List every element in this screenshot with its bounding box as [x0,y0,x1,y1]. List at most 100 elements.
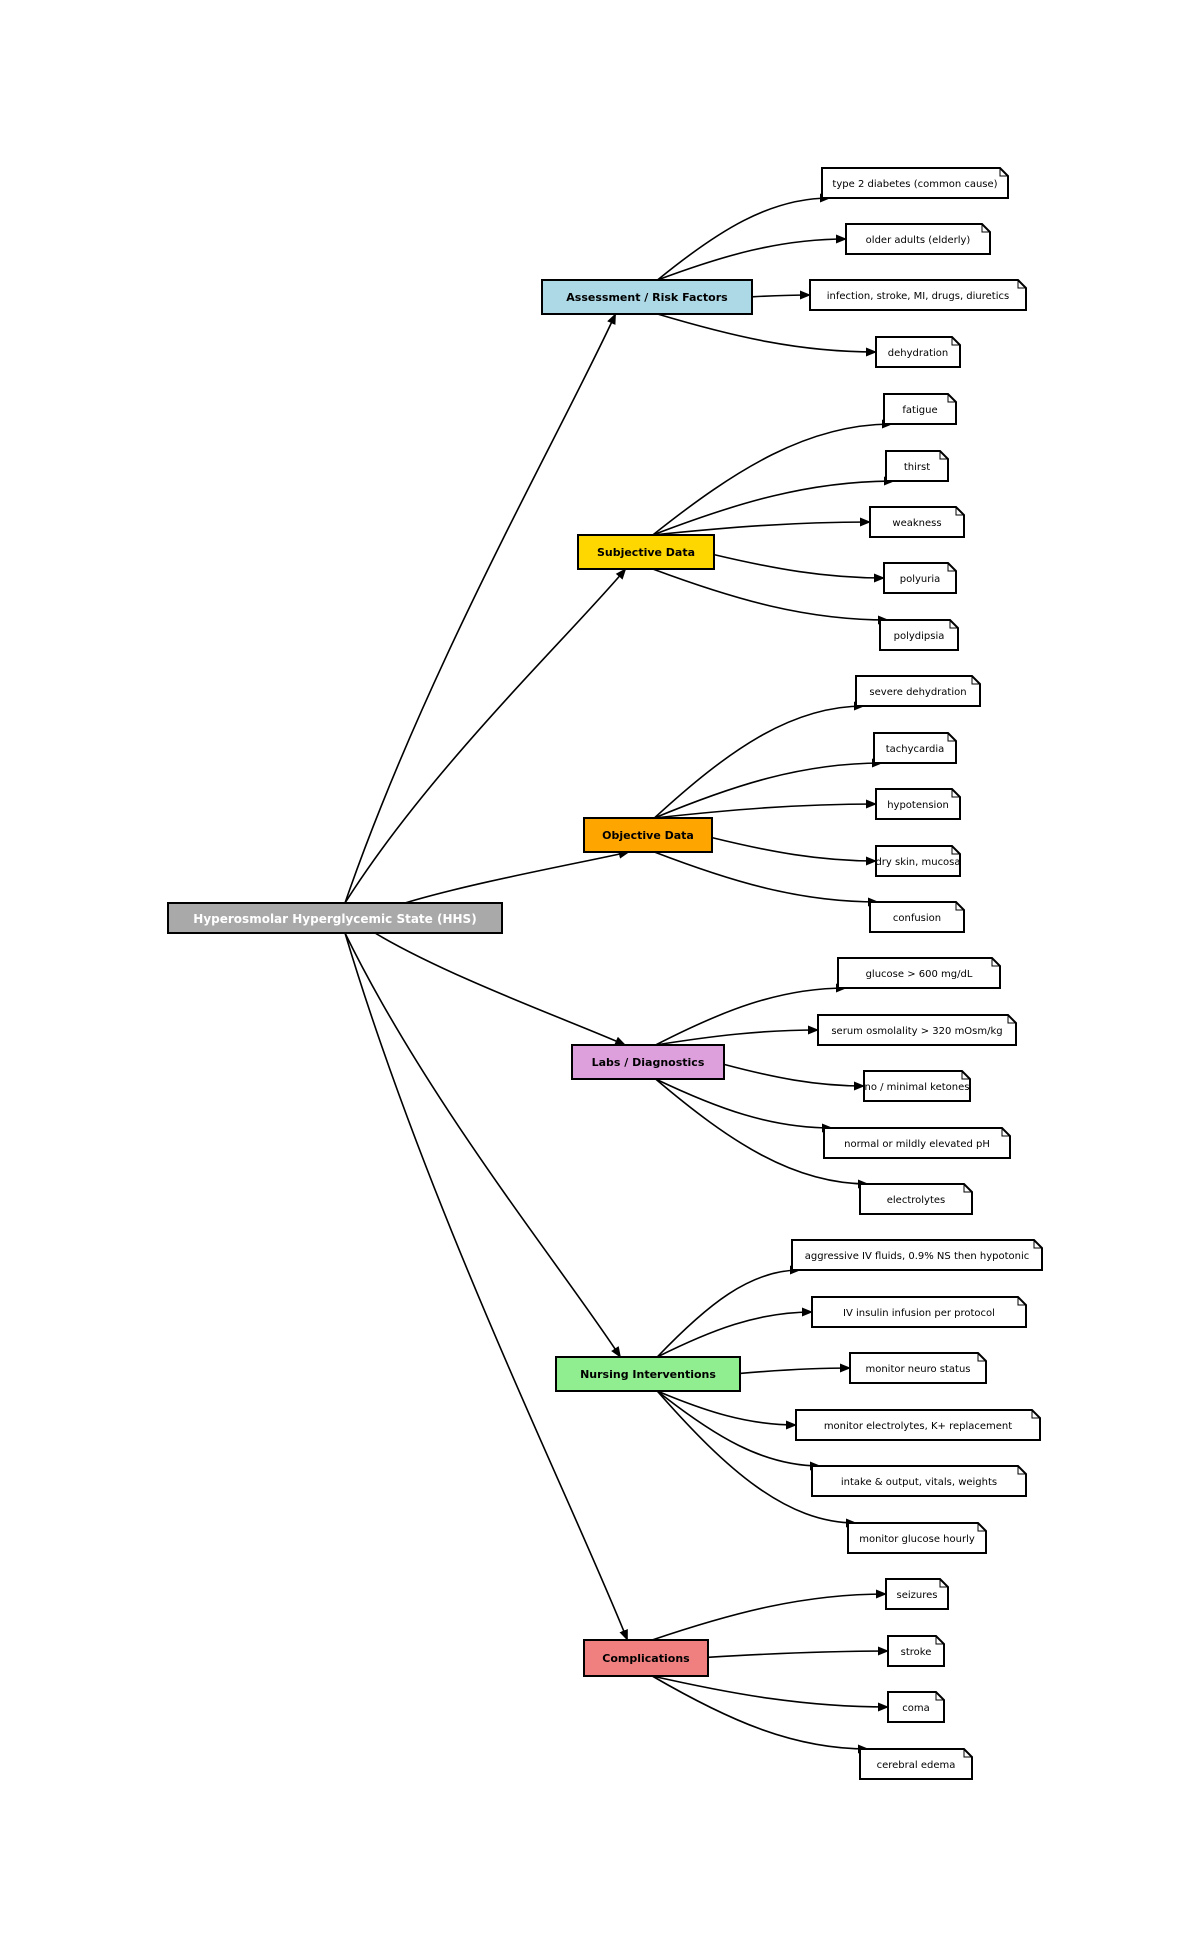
edge-nursing-interventions-to-monitor-neuro-status [739,1363,852,1375]
category-node-label: Complications [602,1652,690,1665]
edge-root-to-labs-diagnostics [374,932,627,1046]
note-fold-icon [999,168,1008,177]
edge-root-to-assessment-risk-factors [344,312,617,904]
note-fold-icon [961,1071,970,1080]
edge-nursing-interventions-to-iv-insulin-infusion-per-protocol [656,1307,814,1358]
leaf-note-box [809,279,1027,311]
leaf-node-label: polydipsia [894,631,945,642]
leaf-node-label: glucose > 600 mg/dL [866,969,973,980]
leaf-node-polydipsia[interactable]: polydipsia [879,619,959,651]
leaf-node-no-minimal-ketones[interactable]: no / minimal ketones [863,1070,971,1102]
edge-subjective-data-to-polydipsia [652,568,890,625]
leaf-node-label: type 2 diabetes (common cause) [832,179,997,190]
leaf-node-intake-output-vitals-weights[interactable]: intake & output, vitals, weights [811,1465,1027,1497]
leaf-node-label: severe dehydration [869,687,966,698]
root-node-box [167,902,503,934]
leaf-node-label: aggressive IV fluids, 0.9% NS then hypot… [805,1251,1030,1262]
leaf-node-label: seizures [897,1590,938,1601]
leaf-node-monitor-electrolytes-k-replacement[interactable]: monitor electrolytes, K+ replacement [795,1409,1041,1441]
category-node-box [583,1639,709,1677]
leaf-note-box [883,393,957,425]
note-fold-icon [939,451,948,460]
leaf-node-label: fatigue [902,405,937,416]
note-fold-icon [939,1579,948,1588]
edge-assessment-risk-factors-to-older-adults-elderly [657,234,848,281]
leaf-node-tachycardia[interactable]: tachycardia [873,732,957,764]
category-node-labs-diagnostics[interactable]: Labs / Diagnostics [571,1044,725,1080]
leaf-node-dry-skin-mucosa[interactable]: dry skin, mucosa [875,845,961,877]
leaf-note-box [859,1748,973,1780]
leaf-note-box [845,223,991,255]
edge-subjective-data-to-thirst [652,476,896,536]
leaf-node-electrolytes[interactable]: electrolytes [859,1183,973,1215]
leaf-note-box [795,1409,1041,1441]
leaf-node-thirst[interactable]: thirst [885,450,949,482]
note-fold-icon [947,563,956,572]
note-fold-icon [949,620,958,629]
leaf-node-older-adults-elderly[interactable]: older adults (elderly) [845,223,991,255]
category-node-objective-data[interactable]: Objective Data [583,817,713,853]
leaf-node-polyuria[interactable]: polyuria [883,562,957,594]
category-node-box [555,1356,741,1392]
edge-complications-to-cerebral-edema [651,1675,870,1754]
leaf-node-monitor-neuro-status[interactable]: monitor neuro status [849,1352,987,1384]
leaf-node-monitor-glucose-hourly[interactable]: monitor glucose hourly [847,1522,987,1554]
note-fold-icon [981,224,990,233]
leaf-node-label: hypotension [887,800,949,811]
leaf-node-infection-stroke-mi-drugs-diuretics[interactable]: infection, stroke, MI, drugs, diuretics [809,279,1027,311]
note-fold-icon [977,1523,986,1532]
edge-root-to-subjective-data [344,568,627,904]
leaf-node-fatigue[interactable]: fatigue [883,393,957,425]
leaf-node-stroke[interactable]: stroke [887,1635,945,1667]
category-node-label: Subjective Data [597,546,695,559]
note-fold-icon [947,394,956,403]
leaf-node-cerebral-edema[interactable]: cerebral edema [859,1748,973,1780]
leaf-node-type-2-diabetes-common-cause[interactable]: type 2 diabetes (common cause) [821,167,1009,199]
edge-root-to-objective-data [404,849,630,904]
leaf-node-label: intake & output, vitals, weights [841,1477,997,1488]
category-node-subjective-data[interactable]: Subjective Data [577,534,715,570]
edges-layer [344,193,896,1754]
category-node-nursing-interventions[interactable]: Nursing Interventions [555,1356,741,1392]
note-fold-icon [955,507,964,516]
root-node[interactable]: Hyperosmolar Hyperglycemic State (HHS) [167,902,503,934]
leaf-note-box [811,1296,1027,1328]
edge-assessment-risk-factors-to-dehydration [657,313,878,357]
leaf-note-box [875,336,961,368]
leaf-node-label: cerebral edema [877,1760,956,1771]
leaf-node-coma[interactable]: coma [887,1691,945,1723]
category-node-box [577,534,715,570]
leaf-node-label: normal or mildly elevated pH [844,1139,990,1150]
edge-assessment-risk-factors-to-type-2-diabetes-common-cause [656,193,832,281]
note-fold-icon [951,846,960,855]
leaf-node-dehydration[interactable]: dehydration [875,336,961,368]
leaf-node-weakness[interactable]: weakness [869,506,965,538]
edge-complications-to-seizures [651,1589,888,1641]
leaf-node-label: confusion [893,913,941,924]
leaf-note-box [885,450,949,482]
edge-labs-diagnostics-to-electrolytes [655,1078,870,1189]
edge-nursing-interventions-to-monitor-glucose-hourly [656,1390,858,1528]
category-node-assessment-risk-factors[interactable]: Assessment / Risk Factors [541,279,753,315]
leaf-note-box [875,788,961,820]
leaf-node-normal-or-mildly-elevated-ph[interactable]: normal or mildly elevated pH [823,1127,1011,1159]
leaf-node-label: serum osmolality > 320 mOsm/kg [831,1026,1002,1037]
note-fold-icon [971,676,980,685]
leaf-note-box [821,167,1009,199]
edge-assessment-risk-factors-to-infection-stroke-mi-drugs-diuretics [751,290,812,300]
leaf-node-glucose-600-mg-dl[interactable]: glucose > 600 mg/dL [837,957,1001,989]
leaf-node-seizures[interactable]: seizures [885,1578,949,1610]
leaf-note-box [849,1352,987,1384]
leaf-node-label: monitor glucose hourly [859,1534,975,1545]
leaf-node-label: older adults (elderly) [866,235,971,246]
leaf-node-aggressive-iv-fluids-0-9-ns-then-hypotonic[interactable]: aggressive IV fluids, 0.9% NS then hypot… [791,1239,1043,1271]
leaf-node-serum-osmolality-320-mosm-kg[interactable]: serum osmolality > 320 mOsm/kg [817,1014,1017,1046]
leaf-node-iv-insulin-infusion-per-protocol[interactable]: IV insulin infusion per protocol [811,1296,1027,1328]
category-node-complications[interactable]: Complications [583,1639,709,1677]
edge-subjective-data-to-fatigue [652,419,894,536]
leaf-node-confusion[interactable]: confusion [869,901,965,933]
leaf-node-severe-dehydration[interactable]: severe dehydration [855,675,981,707]
leaf-node-hypotension[interactable]: hypotension [875,788,961,820]
leaf-note-box [869,506,965,538]
